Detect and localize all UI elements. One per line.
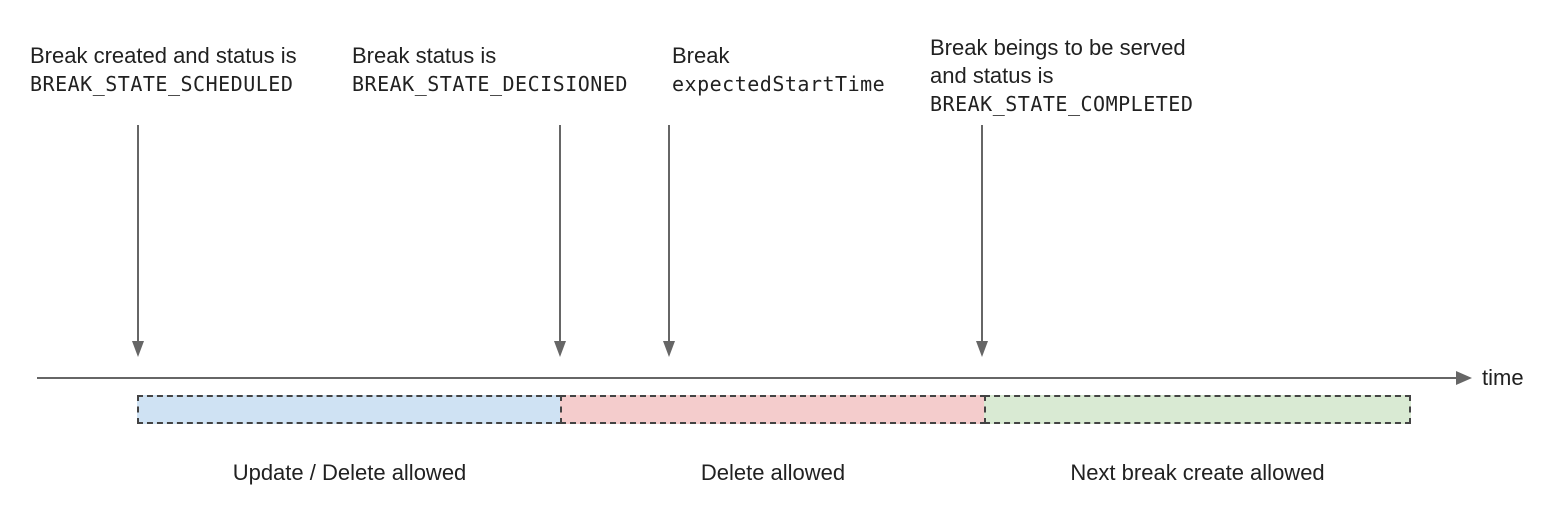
segment-update-delete-allowed xyxy=(137,395,562,424)
arrow-down-icon xyxy=(554,341,566,357)
segment-caption: Update / Delete allowed xyxy=(232,460,467,485)
arrow-line xyxy=(137,125,139,342)
arrow-line xyxy=(668,125,670,342)
annotation-break-completed: Break beings to be served and status is … xyxy=(930,34,1193,118)
annotation-expected-start-time: Break expectedStartTime xyxy=(672,42,885,98)
event-arrow-completed xyxy=(976,125,988,357)
arrow-down-icon xyxy=(663,341,675,357)
event-arrow-expected-start xyxy=(663,125,675,357)
segment-delete-allowed xyxy=(560,395,986,424)
annotation-state-code: BREAK_STATE_COMPLETED xyxy=(930,92,1194,116)
time-axis xyxy=(37,377,1458,379)
annotation-state-code: BREAK_STATE_DECISIONED xyxy=(352,72,628,96)
event-arrow-decisioned xyxy=(554,125,566,357)
annotation-break-decisioned: Break status is BREAK_STATE_DECISIONED xyxy=(352,42,628,98)
annotation-text: Break created and status is xyxy=(30,43,297,68)
annotation-text: and status is xyxy=(930,63,1054,88)
annotation-text: Break beings to be served xyxy=(930,35,1186,60)
segment-caption: Delete allowed xyxy=(700,460,846,485)
arrow-right-icon xyxy=(1456,371,1472,385)
arrow-down-icon xyxy=(132,341,144,357)
segment-next-break-create-allowed xyxy=(984,395,1411,424)
annotation-state-code: BREAK_STATE_SCHEDULED xyxy=(30,72,294,96)
arrow-down-icon xyxy=(976,341,988,357)
annotation-field-code: expectedStartTime xyxy=(672,72,886,96)
time-axis-label: time xyxy=(1482,365,1524,390)
event-arrow-scheduled xyxy=(132,125,144,357)
segment-caption: Next break create allowed xyxy=(1070,460,1325,485)
arrow-line xyxy=(981,125,983,342)
annotation-break-created: Break created and status is BREAK_STATE_… xyxy=(30,42,297,98)
annotation-text: Break status is xyxy=(352,43,497,68)
arrow-line xyxy=(559,125,561,342)
annotation-text: Break xyxy=(672,43,730,68)
